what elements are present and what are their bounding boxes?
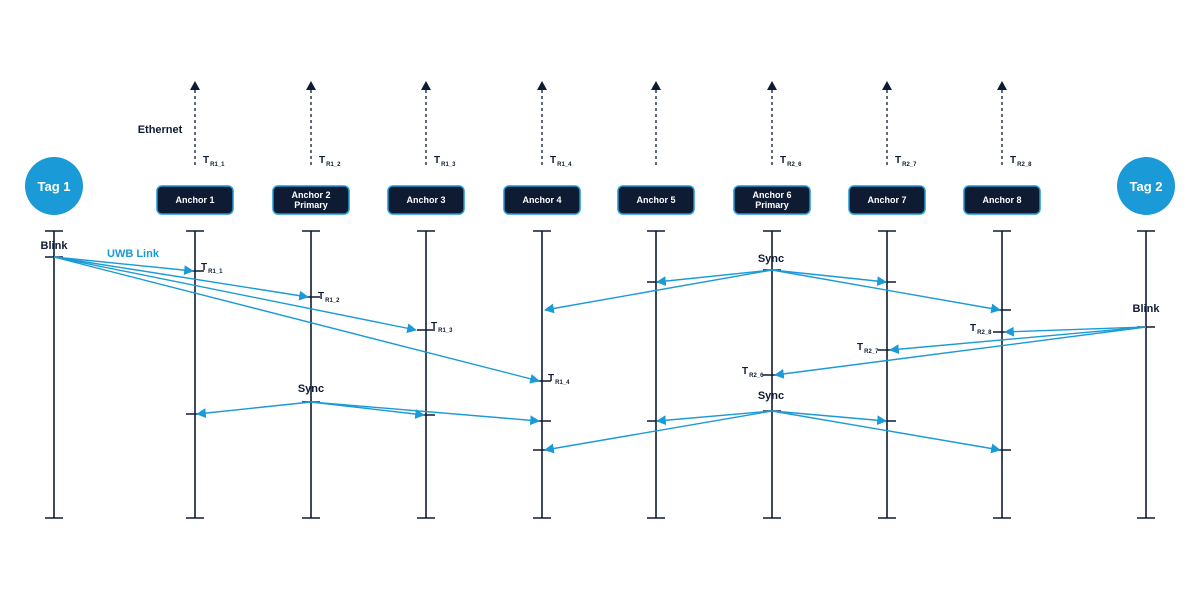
anchor-5-ethernet-arrow-icon: [651, 81, 661, 90]
anchor-2-box: [272, 185, 350, 215]
anchor-3-box: [387, 185, 465, 215]
anchor-7-ethernet-arrow-icon: [882, 81, 892, 90]
anchor-6-role-label: Primary: [755, 200, 789, 210]
reception-timestamp-r2-7: TR2_7: [857, 342, 879, 355]
anchor-5: Anchor 5: [617, 81, 695, 519]
uwb-message-arrow: [196, 401, 312, 418]
message-arrows: [53, 256, 1147, 454]
sync-label-anchor-2: Sync: [298, 383, 324, 395]
uwb-link-label: UWB Link: [107, 248, 160, 260]
anchor-1-ethernet-arrow-icon: [190, 81, 200, 90]
anchor-2-ethernet-arrow-icon: [306, 81, 316, 90]
anchor-5-box: [617, 185, 695, 215]
anchor-4-box: [503, 185, 581, 215]
uwb-message-arrow: [544, 269, 773, 314]
anchor-2-role-label: Primary: [294, 200, 328, 210]
anchor-6-box: [733, 185, 811, 215]
uwb-message-arrow: [53, 256, 417, 334]
anchor-3-ethernet-arrow-icon: [421, 81, 431, 90]
tag-2-blink-label: Blink: [1133, 303, 1161, 315]
reception-timestamp-r1-4: TR1_4: [548, 373, 570, 386]
anchor-6-label: Anchor 6: [752, 190, 791, 200]
anchor-8-ethernet-timestamp: TR2_8: [1010, 155, 1032, 168]
anchor-4-ethernet-arrow-icon: [537, 81, 547, 90]
anchor-6-ethernet-arrow-icon: [767, 81, 777, 90]
uwb-message-arrow: [310, 401, 540, 426]
reception-timestamp-r1-3: TR1_3: [431, 321, 453, 334]
tag-1-circle: [25, 157, 83, 215]
uwb-message-arrow: [53, 256, 309, 301]
uwb-message-arrow: [544, 410, 773, 454]
reception-timestamp-r2-8: TR2_8: [970, 323, 992, 336]
sync-label-anchor-6-second: Sync: [758, 390, 784, 402]
anchor-4-label: Anchor 4: [522, 195, 561, 205]
anchor-2-ethernet-timestamp: TR1_2: [319, 155, 341, 168]
uwb-message-arrow: [771, 269, 1001, 314]
uwb-message-arrow: [656, 269, 773, 286]
tag-2: Tag 2: [1117, 157, 1175, 215]
reception-timestamp-r2-6: TR2_6: [742, 366, 764, 379]
anchor-1-ethernet-timestamp: TR1_1: [203, 155, 225, 168]
tag-2-lifeline: [1137, 230, 1155, 519]
anchor-3-label: Anchor 3: [406, 195, 445, 205]
reception-timestamp-r1-2: TR1_2: [318, 291, 340, 304]
anchor-7-label: Anchor 7: [867, 195, 906, 205]
uwb-message-arrow: [771, 269, 887, 286]
anchor-5-label: Anchor 5: [636, 195, 675, 205]
tag-2-circle: [1117, 157, 1175, 215]
uwb-message-arrow: [771, 410, 1001, 454]
anchor-2-label: Anchor 2: [291, 190, 330, 200]
tag-1-lifeline: [45, 230, 63, 519]
anchor-1-box: [156, 185, 234, 215]
anchor-8-label: Anchor 8: [982, 195, 1021, 205]
anchor-8-ethernet-arrow-icon: [997, 81, 1007, 90]
uwb-message-arrow: [889, 326, 1147, 355]
anchor-6-ethernet-timestamp: TR2_6: [780, 155, 802, 168]
uwb-message-arrow: [1004, 326, 1147, 337]
sync-label-anchor-6-first: Sync: [758, 253, 784, 265]
tag-2-label: Tag 2: [1130, 179, 1163, 194]
uwb-message-arrow: [774, 326, 1147, 379]
anchor-1-label: Anchor 1: [175, 195, 214, 205]
anchor-3-ethernet-timestamp: TR1_3: [434, 155, 456, 168]
anchor-7-box: [848, 185, 926, 215]
tag-1-blink-label: Blink: [41, 240, 69, 252]
tag-1-label: Tag 1: [38, 179, 71, 194]
anchor-7-ethernet-timestamp: TR2_7: [895, 155, 917, 168]
anchor-4-ethernet-timestamp: TR1_4: [550, 155, 572, 168]
tag-1: Tag 1: [25, 157, 83, 215]
reception-timestamp-r1-1: TR1_1: [201, 262, 223, 275]
uwb-message-arrow: [53, 256, 540, 384]
ethernet-label: Ethernet: [138, 124, 183, 136]
uwb-message-arrow: [771, 410, 887, 426]
uwb-message-arrow: [656, 410, 773, 426]
anchor-8-box: [963, 185, 1041, 215]
uwb-message-arrow: [53, 256, 194, 275]
